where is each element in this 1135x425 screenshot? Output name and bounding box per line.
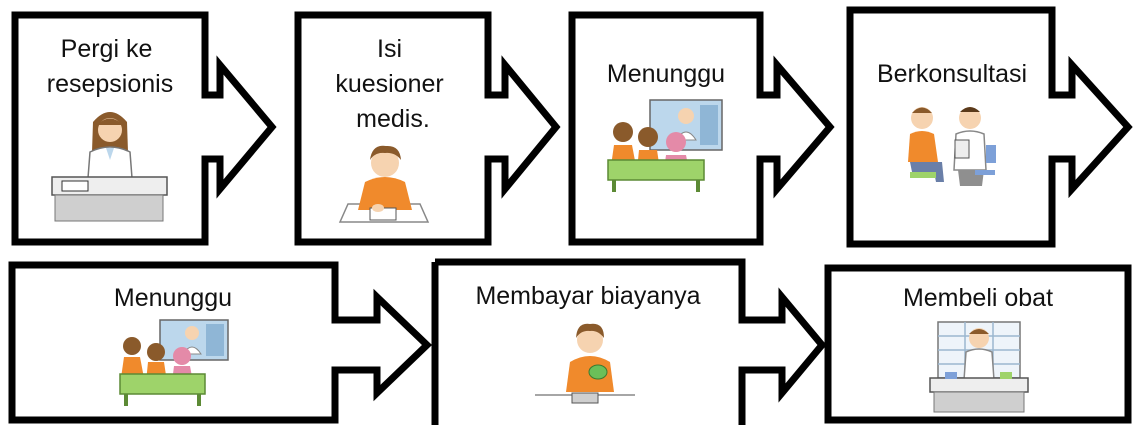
payment-icon (535, 323, 635, 404)
step-label-3: Menunggu (607, 60, 725, 88)
step-label-1-line-1: Pergi ke (61, 35, 153, 63)
step-label-6-line-1: Membayar biayanya (475, 282, 700, 310)
step-label-5-line-1: Menunggu (114, 284, 232, 312)
waiting-room-icon-1 (607, 99, 723, 192)
step-label-3-line-1: Menunggu (607, 60, 725, 88)
step-label-1: Pergi ke resepsionis (47, 35, 173, 98)
step-label-6: Membayar biayanya (475, 282, 700, 310)
step-label-7: Membeli obat (903, 284, 1053, 312)
receptionist-icon (51, 112, 168, 222)
step-box-2 (294, 11, 561, 246)
step-label-2-line-2: kuesioner (335, 70, 443, 98)
doctor-consultation-icon (908, 107, 996, 186)
step-label-4-line-1: Berkonsultasi (877, 60, 1027, 88)
pharmacy-icon (929, 321, 1029, 413)
step-label-2-line-1: Isi (377, 35, 402, 63)
step-box-4 (846, 6, 1133, 248)
writing-person-icon (338, 145, 430, 223)
step-label-2-line-3: medis. (356, 105, 430, 133)
step-box-6 (435, 258, 827, 425)
step-label-1-line-2: resepsionis (47, 70, 173, 98)
step-label-4: Berkonsultasi (877, 60, 1027, 88)
step-label-2: Isi kuesioner medis. (335, 35, 450, 133)
waiting-room-icon-2 (119, 319, 229, 406)
step-label-7-line-1: Membeli obat (903, 284, 1053, 312)
step-label-5: Menunggu (114, 284, 232, 312)
